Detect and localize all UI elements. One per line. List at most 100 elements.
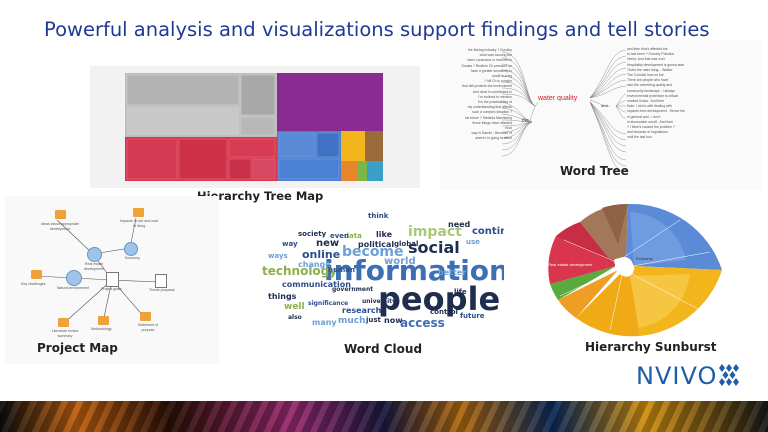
word-cloud-word: people xyxy=(378,280,501,318)
word-cloud-word: information xyxy=(324,254,504,287)
word-tree-panel xyxy=(440,40,762,190)
word-tree-phrase: And what is contributed to xyxy=(472,89,512,94)
project-map-node-label: Real estate development xyxy=(83,262,105,272)
word-tree-left-phrases: the fishing industry ? Dorothy what was … xyxy=(448,48,512,142)
project-map-caption: Project Map xyxy=(37,341,118,355)
word-cloud-word: university xyxy=(362,298,396,305)
word-tree-phrase: those things have affected xyxy=(472,120,512,125)
word-cloud-word: significance xyxy=(308,300,349,307)
word-cloud-word: continue xyxy=(472,226,504,237)
word-cloud-word: technology xyxy=(262,264,338,278)
word-tree-phrase: community landscape : I always xyxy=(627,88,675,93)
word-tree-phrase: until the last four xyxy=(627,135,652,140)
word-cloud[interactable]: information people social impact technol… xyxy=(258,210,504,334)
word-cloud-word: online xyxy=(302,248,341,261)
word-cloud-word: change xyxy=(298,260,331,269)
project-map-node-label: Thesis proposal xyxy=(149,288,175,292)
word-tree-phrase: what was causing the xyxy=(479,53,512,58)
project-map-node-label: Natural environment xyxy=(56,286,90,290)
word-tree-right-phrases: and then that's affected the to has been… xyxy=(627,47,685,141)
word-tree-center-word[interactable]: water quality xyxy=(538,95,578,102)
tree-map-chart[interactable] xyxy=(125,73,383,181)
sunburst-caption: Hierarchy Sunburst xyxy=(585,340,717,354)
word-cloud-panel xyxy=(252,206,506,340)
word-tree-phrase: the fishing industry ? Dorothy xyxy=(468,48,512,52)
word-tree-phrase: such a complex situation ? xyxy=(472,110,512,115)
word-tree-phrase: also the overriding quality and xyxy=(627,83,673,88)
word-cloud-word: need xyxy=(448,220,471,229)
slide-title: Powerful analysis and visualizations sup… xyxy=(44,18,710,41)
word-tree-phrase: that still protects the environment xyxy=(462,84,512,89)
project-map-node-label: Economy xyxy=(125,256,140,260)
word-cloud-word: become xyxy=(342,244,404,260)
word-tree-phrase: environmental protection is critical xyxy=(627,93,679,98)
word-tree-connector-and: and xyxy=(601,103,608,108)
word-cloud-word: even xyxy=(330,232,350,240)
word-tree-branches xyxy=(501,49,627,173)
word-tree-phrase: It is the practicalities of xyxy=(477,100,512,105)
word-tree-phrase: ? I think's caused the problem ? xyxy=(627,125,675,130)
folder-icon[interactable] xyxy=(55,210,66,219)
word-cloud-word: many xyxy=(312,318,337,327)
nvivo-logo-icon xyxy=(719,364,739,386)
word-cloud-word: way xyxy=(282,240,298,248)
word-tree-phrase: The Colonial Inns on the xyxy=(627,73,664,78)
word-tree-phrase: and then that's affected the xyxy=(627,47,668,51)
word-cloud-word: human xyxy=(328,266,355,274)
word-cloud-word: global xyxy=(394,240,419,248)
project-map-node-label: Statement of purpose xyxy=(137,323,159,333)
node-circle-icon[interactable] xyxy=(66,270,82,286)
node-circle-icon[interactable] xyxy=(124,242,138,256)
word-cloud-word: things xyxy=(268,292,297,301)
word-tree-phrase: Henry: And that was over xyxy=(627,57,665,62)
sunburst-chart[interactable] xyxy=(530,200,730,340)
folder-icon[interactable] xyxy=(140,312,151,321)
word-tree-phrase: been conscious or involved in xyxy=(467,58,512,63)
project-map-node-label: Methodology xyxy=(91,327,112,331)
word-cloud-word: ways xyxy=(268,252,288,260)
word-tree-phrase: my understanding that affects xyxy=(467,105,512,110)
project-map-node-label: Project goals xyxy=(101,287,122,291)
word-cloud-word: impact xyxy=(408,224,462,240)
word-cloud-word: research xyxy=(342,306,382,315)
project-map-nodes: Ideas about appropriate development Impa… xyxy=(5,196,219,364)
word-cloud-word: much xyxy=(338,316,366,326)
folder-icon[interactable] xyxy=(133,208,144,217)
word-tree-phrase: impacts from development . Hence the xyxy=(627,109,686,114)
word-tree-phrase: his future ? Stefania Mannering xyxy=(464,115,512,120)
project-map-node-label: Ideas about appropriate development xyxy=(41,222,79,232)
word-tree-phrase: I'm inclined to mention xyxy=(478,94,512,99)
word-cloud-word: use xyxy=(466,238,480,246)
node-circle-icon[interactable] xyxy=(87,247,102,262)
word-tree-phrase: There are people who have xyxy=(627,78,669,83)
word-tree-phrase: That's the main thing... Walker xyxy=(627,67,673,72)
document-icon[interactable] xyxy=(106,272,119,287)
word-tree-phrase: to has been ? Dorothy Pollution xyxy=(627,52,675,57)
word-cloud-word: new xyxy=(316,238,340,249)
folder-icon[interactable] xyxy=(98,316,109,325)
tree-map-caption: Hierarchy Tree Map xyxy=(197,189,324,203)
folder-icon[interactable] xyxy=(31,270,42,279)
word-cloud-word: think xyxy=(368,212,389,220)
word-cloud-word: social xyxy=(408,238,460,257)
sunburst-label: Economy xyxy=(636,256,653,261)
word-tree-phrase: in stormwater runoff . And then xyxy=(627,119,674,124)
word-cloud-caption: Word Cloud xyxy=(344,342,423,356)
document-icon[interactable] xyxy=(155,274,167,288)
folder-icon[interactable] xyxy=(58,318,69,327)
word-tree-phrase: Hospitality development is gonna start xyxy=(627,62,685,67)
word-cloud-word: life xyxy=(454,288,467,296)
project-map-node-label: Literature review summary xyxy=(51,329,79,339)
word-cloud-word: access xyxy=(400,316,445,330)
word-tree-connector-the: the xyxy=(522,118,529,124)
word-tree-phrase: runoff is a big xyxy=(491,74,512,79)
word-tree-phrase: ? hill Ch is a major xyxy=(484,79,512,84)
word-cloud-word: like xyxy=(376,230,393,239)
word-tree-phrase: have a greater sensitivity to xyxy=(470,68,512,73)
word-cloud-word: world xyxy=(384,256,416,267)
word-cloud-word: data xyxy=(344,232,362,240)
nvivo-logo-text: NVIVO xyxy=(636,362,718,390)
word-cloud-word: also xyxy=(288,314,302,321)
word-tree-phrase: marked Koala . And then xyxy=(627,99,665,104)
project-map-node-label: Key challenges xyxy=(21,282,46,286)
